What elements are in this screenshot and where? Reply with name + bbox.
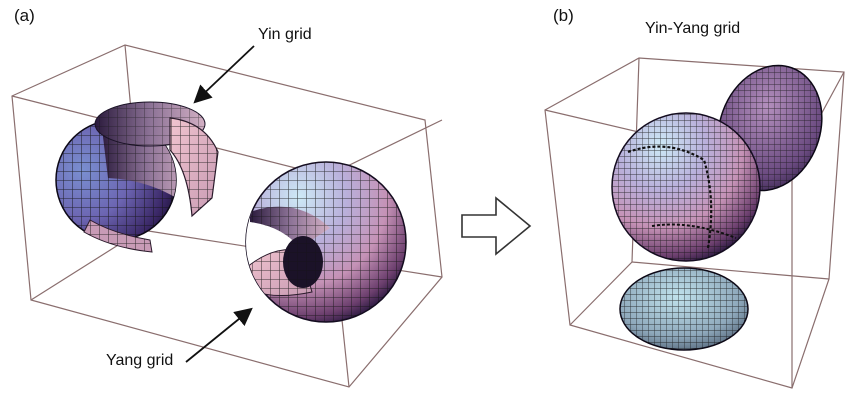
panel-b-label: (b) (553, 6, 574, 25)
panel-a-label: (a) (14, 6, 35, 25)
yin-yang-grid-label: Yin-Yang grid (645, 20, 741, 37)
yin-grid-label: Yin grid (258, 26, 312, 43)
yin-grid-shape (55, 101, 219, 253)
transform-arrow (461, 196, 532, 256)
box-frame-b (544, 57, 845, 389)
yin-grid-arrow (193, 45, 255, 104)
yin-yang-sphere (611, 112, 761, 262)
yang-grid-arrow (185, 307, 253, 363)
yang-grid-shape (245, 161, 407, 323)
yang-cap-shape (619, 267, 749, 351)
yang-grid-label: Yang grid (106, 352, 174, 369)
